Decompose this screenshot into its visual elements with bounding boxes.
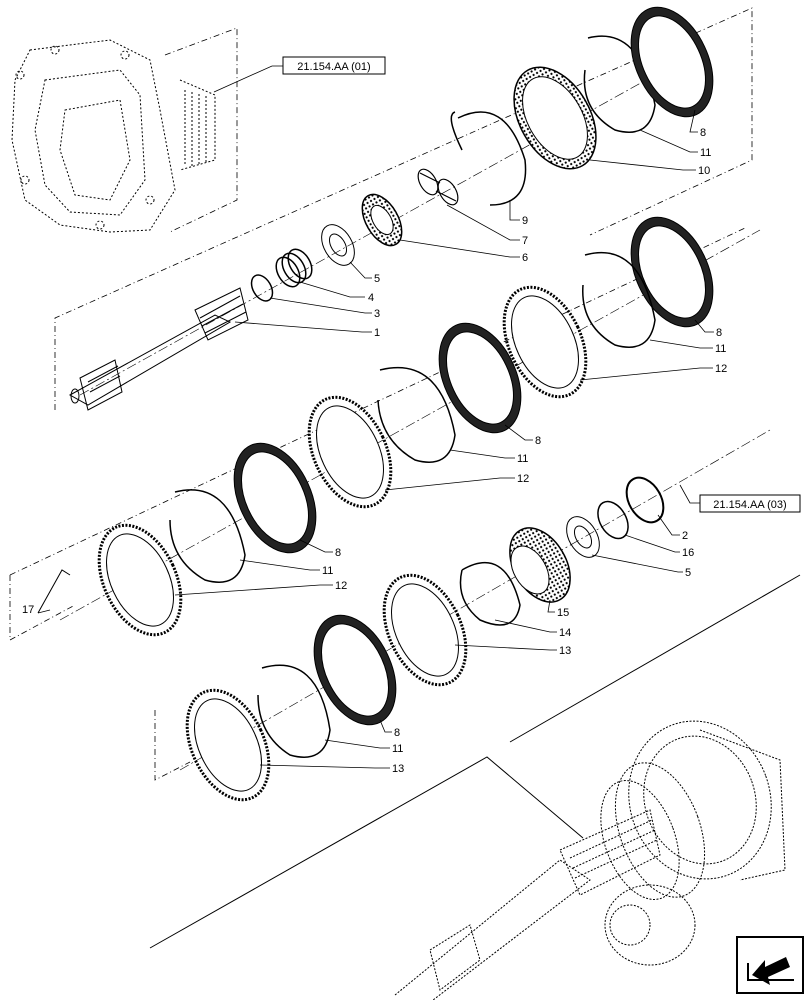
callout-8: 8 (335, 547, 341, 559)
assembled-clutch-pack (600, 720, 786, 966)
transmission-housing (11, 39, 216, 233)
reference-text-mid: 21.154.AA (03) (713, 499, 786, 511)
reference-box-mid[interactable]: 21.154.AA (03) (699, 494, 801, 513)
callout-6: 6 (522, 252, 528, 264)
callout-13: 13 (392, 763, 404, 775)
steel-disc-13a (382, 573, 468, 687)
callout-11: 11 (322, 565, 333, 577)
snap-ring-11e (257, 664, 331, 758)
reference-box-top[interactable]: 21.154.AA (01) (282, 56, 386, 75)
ring-16 (597, 500, 629, 540)
lower-group-boundary (154, 710, 191, 781)
callout-8: 8 (716, 327, 722, 339)
friction-disc-8a (630, 6, 714, 118)
callout-2: 2 (682, 530, 688, 542)
snap-ring-14 (459, 561, 521, 626)
callout-12: 12 (335, 580, 347, 592)
steel-disc-13b (185, 688, 271, 802)
pin-17 (37, 569, 71, 614)
callout-17: 17 (22, 604, 34, 616)
upper-group-boundary (54, 7, 753, 410)
callout-1: 1 (374, 327, 380, 339)
assembly-divider (149, 756, 584, 949)
housing-dashdot-boundary (164, 27, 238, 233)
friction-disc-8c (438, 322, 522, 434)
arrow-back-icon[interactable] (736, 936, 804, 994)
callout-11: 11 (517, 453, 528, 465)
reference-text-top: 21.154.AA (01) (297, 61, 370, 73)
callout-11: 11 (700, 147, 711, 159)
thrust-washer-5b (566, 516, 600, 558)
steel-disc-12c (97, 523, 183, 637)
callout-12: 12 (715, 363, 727, 375)
friction-disc-8b (630, 216, 714, 328)
callout-11: 11 (715, 343, 726, 355)
callout-11: 11 (392, 743, 403, 755)
steel-disc-12b (307, 395, 393, 509)
snap-ring-11b (582, 251, 656, 348)
callout-8: 8 (700, 127, 706, 139)
assembled-output-shaft (394, 809, 661, 1000)
callout-5: 5 (374, 273, 380, 285)
friction-disc-8e (313, 614, 397, 726)
callout-9: 9 (522, 215, 528, 227)
clutch-hub-15 (509, 527, 571, 603)
snap-ring-11a (583, 35, 656, 133)
callout-4: 4 (368, 292, 374, 304)
callout-8: 8 (394, 727, 400, 739)
ring-gear-10 (513, 66, 597, 170)
sun-gear-6 (361, 193, 403, 247)
callout-3: 3 (374, 308, 380, 320)
middle-group-boundary (9, 575, 76, 641)
callout-8: 8 (535, 435, 541, 447)
callout-13: 13 (559, 645, 571, 657)
callout-15: 15 (557, 607, 569, 619)
callout-5: 5 (685, 567, 691, 579)
snap-ring-11d (169, 489, 246, 583)
snap-ring-3 (250, 274, 274, 302)
snap-ring-9 (450, 111, 527, 206)
thrust-washer-5a (321, 224, 355, 266)
callout-14: 14 (559, 627, 571, 639)
friction-disc-8d (233, 442, 317, 554)
snap-ring-2 (625, 476, 665, 524)
spring-washers-4 (275, 248, 313, 288)
steel-disc-12a (502, 285, 588, 399)
snap-ring-11c (377, 366, 456, 463)
callout-10: 10 (698, 165, 710, 177)
callout-7: 7 (522, 235, 528, 247)
callout-labels: 8 11 10 9 7 6 5 4 3 1 8 11 12 8 11 12 8 … (22, 127, 727, 775)
callout-16: 16 (682, 547, 694, 559)
bushing-7 (417, 168, 459, 206)
callout-leaders (37, 109, 714, 769)
input-shaft (68, 287, 249, 411)
callout-12: 12 (517, 473, 529, 485)
